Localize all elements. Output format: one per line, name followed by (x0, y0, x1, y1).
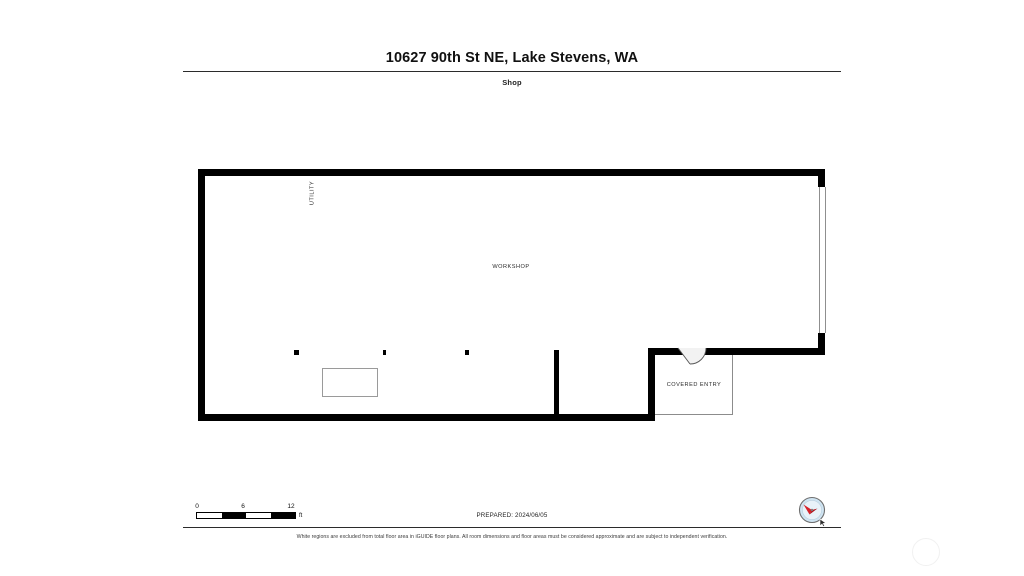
scale-segment (270, 513, 295, 518)
window-right-wall (819, 187, 826, 333)
scale-unit-label: ft (299, 513, 303, 519)
interior-partition-wall (554, 350, 559, 416)
scale-tick-6: 6 (241, 503, 245, 510)
covered-entry-wall-left (648, 348, 655, 421)
scale-bar (196, 512, 296, 519)
covered-entry-fill (655, 355, 733, 414)
scale-segment (221, 513, 246, 518)
page-title: 10627 90th St NE, Lake Stevens, WA (385, 50, 639, 66)
exterior-wall-bottom (198, 414, 648, 421)
scale-segment (197, 513, 222, 518)
prepared-date: PREPARED: 2024/06/05 (476, 512, 548, 519)
disclaimer-text: White regions are excluded from total fl… (296, 534, 728, 540)
scale-bar-ticks: 0 6 12 (190, 503, 302, 513)
scale-tick-0: 0 (195, 503, 199, 510)
floor-fixture-outline (322, 368, 378, 397)
footer-divider (183, 527, 841, 528)
covered-entry-wall-right (732, 355, 733, 415)
exterior-wall-right-lower (818, 333, 825, 355)
exterior-wall-left (198, 169, 205, 421)
room-label-covered-entry: COVERED ENTRY (666, 382, 722, 388)
scale-segment (246, 513, 271, 518)
header-divider (183, 71, 841, 72)
exterior-wall-right-step (648, 348, 825, 355)
entry-door-swing-icon (676, 344, 710, 368)
plan-subtitle: Shop (502, 78, 522, 87)
room-label-workshop: WORKSHOP (492, 264, 530, 270)
page-watermark (912, 538, 940, 566)
exterior-wall-top (198, 169, 825, 176)
structural-post (294, 350, 299, 355)
north-arrow-icon (797, 495, 829, 528)
covered-entry-wall-bottom (655, 414, 733, 415)
structural-post (465, 350, 469, 355)
room-label-utility: UTILITY (309, 180, 316, 206)
structural-post (383, 350, 386, 355)
scale-tick-12: 12 (287, 503, 295, 510)
exterior-wall-right-upper (818, 169, 825, 187)
